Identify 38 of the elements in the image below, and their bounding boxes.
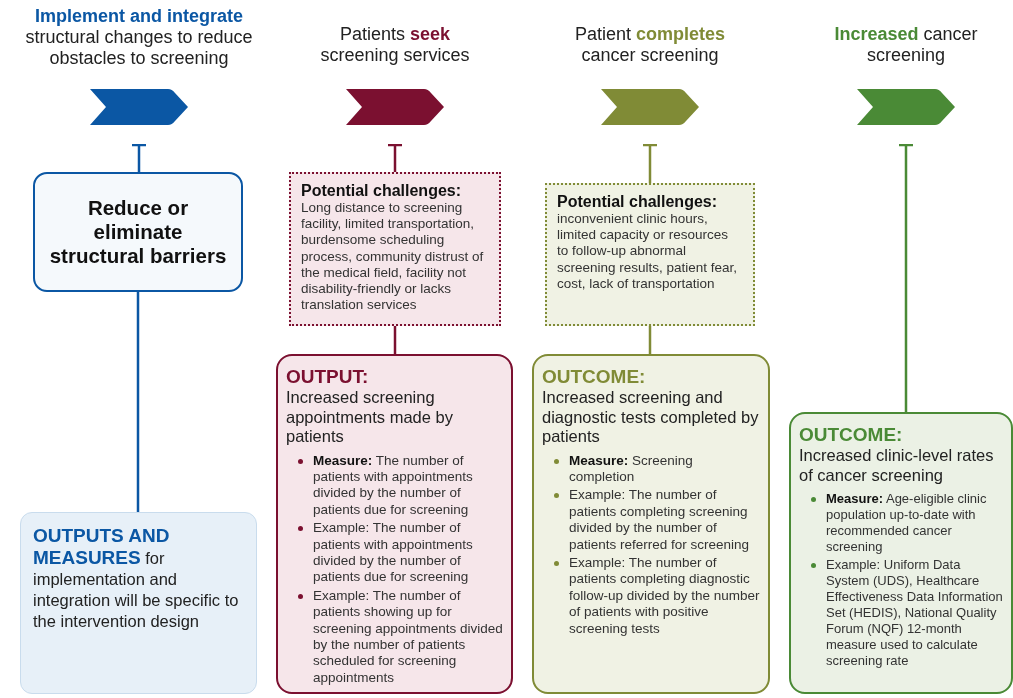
bullet-text: Example: The number of patients showing up for screening appointments divided by the number of patients scheduled for screening appointments bbox=[313, 587, 503, 687]
rounded-box bbox=[33, 172, 243, 292]
connector-line bbox=[393, 326, 397, 354]
step-heading: Increased cancer screening bbox=[833, 24, 979, 66]
outcome-box bbox=[532, 354, 770, 694]
bullet-text: Measure: The number of patients with appointments divided by the number of patients due for screening bbox=[313, 452, 474, 519]
box-title: Reduce or eliminate structural barriers bbox=[48, 196, 228, 268]
box-description: Increased clinic-level rates of cancer screening bbox=[799, 446, 995, 485]
challenges-box bbox=[545, 183, 755, 326]
bullet-text: Measure: Age-eligible clinic population up-to-date with recommended cancer screening bbox=[826, 491, 988, 555]
step-heading: Patient completes cancer screening bbox=[573, 24, 727, 66]
box-description: Increased screening and diagnostic tests completed by patients bbox=[542, 388, 760, 447]
step-heading: Implement and integrate structural changes to reduce obstacles to screening bbox=[24, 6, 254, 69]
box-heading: OUTPUT: bbox=[286, 366, 370, 388]
outcome-box bbox=[789, 412, 1013, 694]
connector-line bbox=[130, 143, 148, 172]
challenges-heading: Potential challenges: bbox=[557, 193, 719, 211]
bullet-text: Example: The number of patients completing screening divided by the number of patients referred for screening bbox=[569, 487, 751, 553]
box-heading: OUTCOME: bbox=[542, 366, 647, 388]
box-heading: OUTCOME: bbox=[799, 424, 904, 446]
outcome-box bbox=[276, 354, 513, 694]
note-text: OUTPUTS AND MEASURES for implementation and integration will be specific to the intervention design bbox=[33, 525, 240, 632]
bullet-text: Example: Uniform Data System (UDS), Healthcare Effectiveness Data Information Set (HEDIS), National Quality Forum (NQF) 12-month measure used to calculate screening rate bbox=[826, 557, 1003, 669]
challenges-box bbox=[289, 172, 501, 326]
connector-line bbox=[897, 143, 915, 412]
box-description: Increased screening appointments made by patients bbox=[286, 388, 454, 447]
connector-line bbox=[641, 143, 659, 183]
connector-line bbox=[648, 326, 652, 354]
connector-line bbox=[136, 292, 140, 512]
challenges-heading: Potential challenges: bbox=[301, 182, 463, 200]
bullet-text: Example: The number of patients with appointments divided by the number of patients due for screening bbox=[313, 520, 474, 586]
step-heading: Patients seek screening services bbox=[319, 24, 471, 66]
bullet-text: Example: The number of patients completing diagnostic follow-up divided by the number of patients with positive screening tests bbox=[569, 554, 760, 637]
connector-line bbox=[386, 143, 404, 172]
bullet-text: Measure: Screening completion bbox=[569, 452, 694, 486]
challenges-text: inconvenient clinic hours, limited capacity or resources to follow-up abnormal screening results, patient fear, cost, lack of transportation bbox=[557, 211, 739, 292]
challenges-text: Long distance to screening facility, limited transportation, burdensome scheduling process, community distrust of the medical field, facility not disability-friendly or lacks translation services bbox=[301, 200, 485, 314]
note-box bbox=[20, 512, 257, 694]
